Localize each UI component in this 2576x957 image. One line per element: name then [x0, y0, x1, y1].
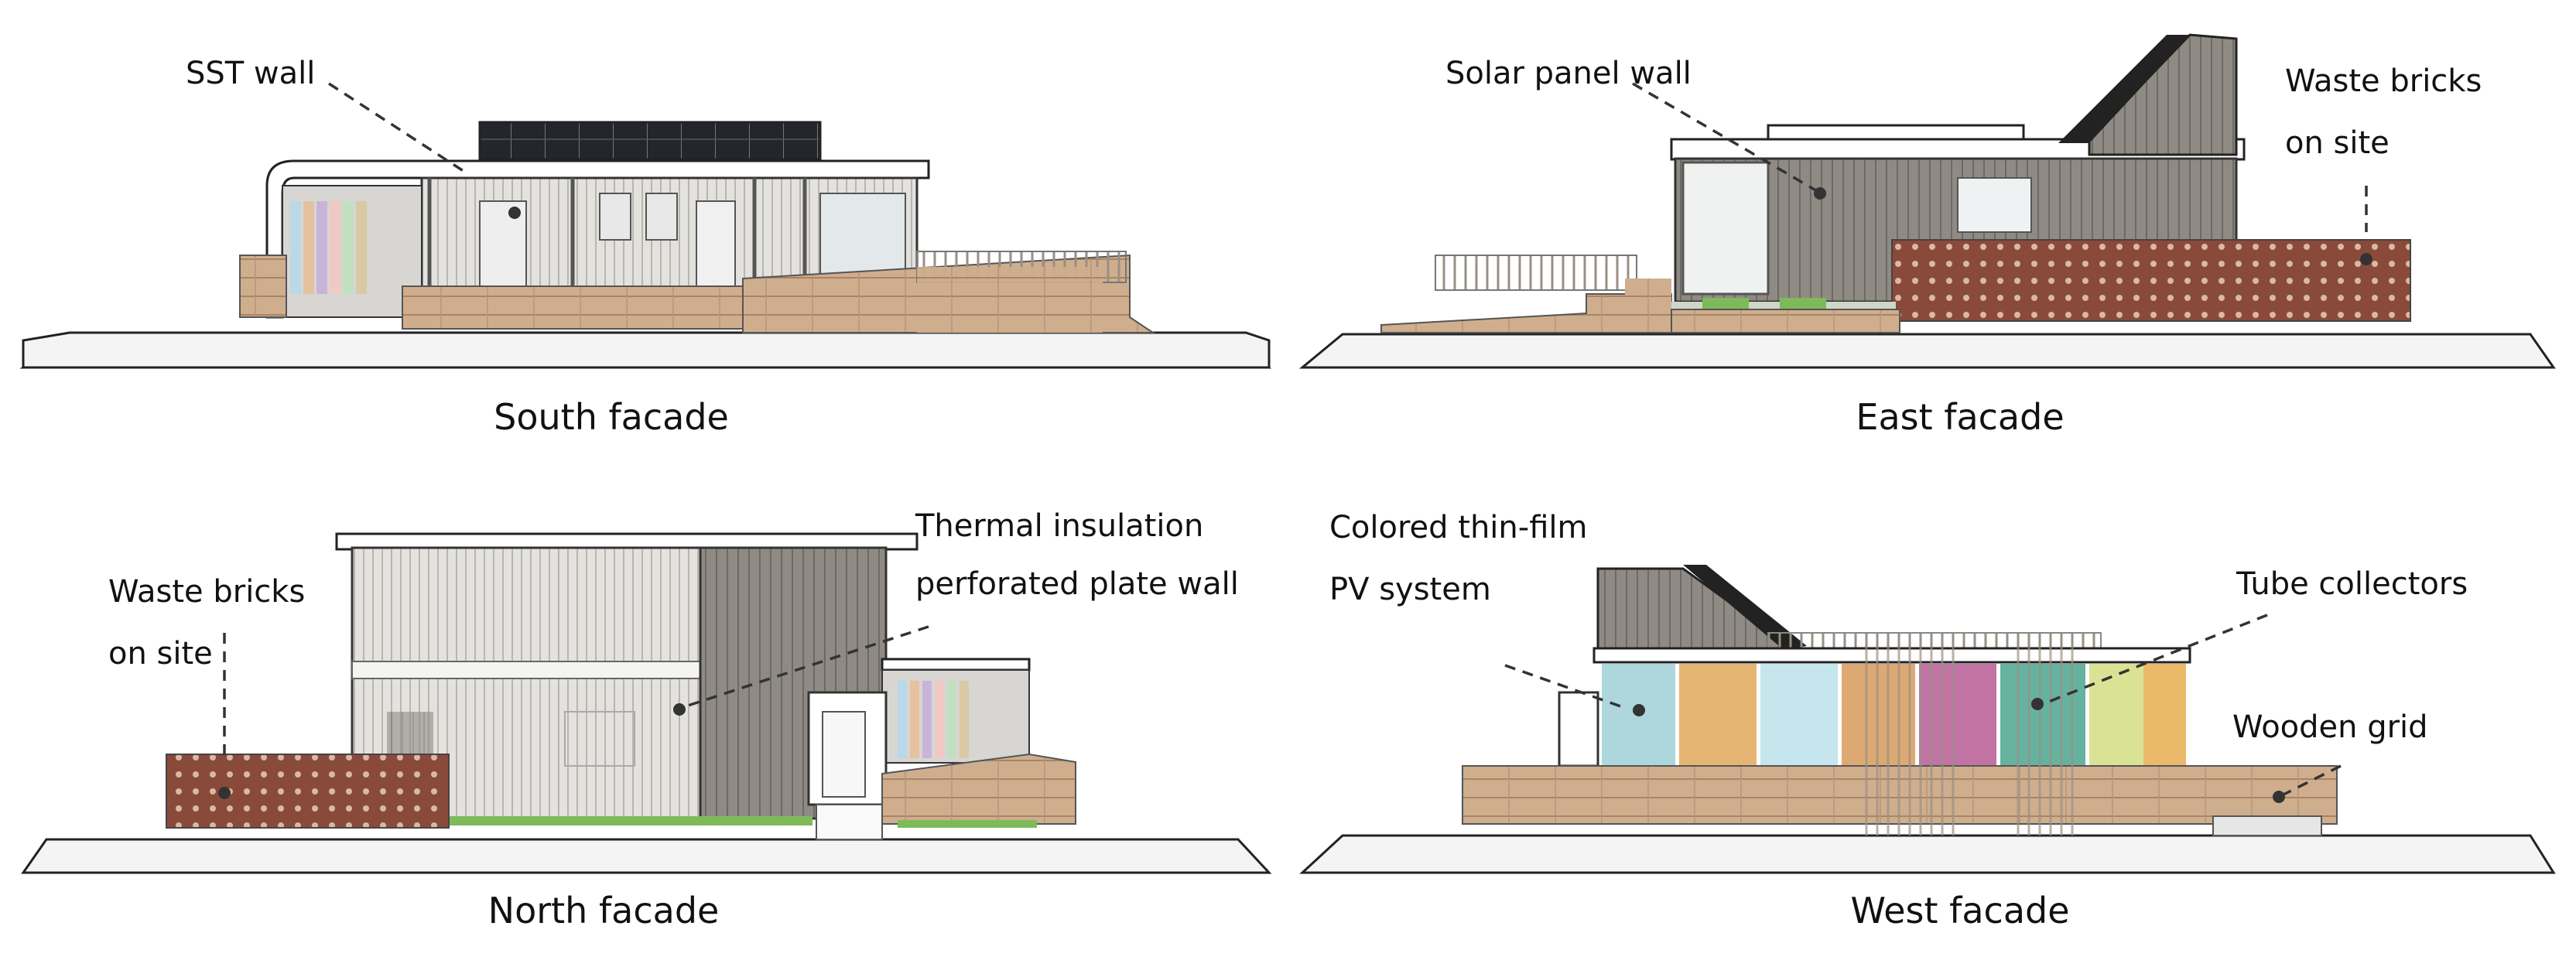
colored-pv-leader: [1504, 664, 1626, 709]
thermal-insulation-leader: [680, 625, 929, 709]
solar-panel-wall-label: Solar panel wall: [1445, 56, 1692, 91]
north-waste-bricks-label-line1: Waste bricks: [108, 574, 305, 610]
colored-pv-label-line2: PV system: [1329, 572, 1491, 607]
wooden-grid-label: Wooden grid: [2232, 709, 2428, 745]
colored-pv-label-line1: Colored thin-film: [1329, 510, 1587, 545]
thermal-insulation-label-line1: Thermal insulation: [915, 508, 1203, 544]
south-facade-caption: South facade: [494, 396, 729, 438]
sst-wall-leader: [328, 82, 469, 176]
colored-pv-marker: [1633, 704, 1645, 716]
east-waste-bricks-label-line2: on site: [2285, 125, 2390, 161]
thermal-insulation-label-line2: perforated plate wall: [915, 566, 1239, 602]
west-facade-caption: West facade: [1850, 890, 2069, 931]
thermal-insulation-marker: [673, 703, 686, 716]
sst-wall-marker: [508, 207, 521, 219]
south-facade-illustration: [19, 121, 1271, 369]
east-waste-bricks-label-line1: Waste bricks: [2285, 63, 2482, 99]
tube-collectors-marker: [2031, 698, 2044, 710]
south-facade-panel: SST wall South facade: [19, 56, 1271, 438]
sst-wall-label: SST wall: [186, 56, 315, 91]
wooden-grid-leader: [2278, 764, 2342, 798]
west-facade-panel: Colored thin-film PV system Tube collect…: [1299, 510, 2556, 931]
east-waste-bricks-marker: [2360, 253, 2372, 265]
solar-panel-wall-marker: [1814, 187, 1826, 200]
east-facade-panel: Solar panel wall Waste bricks on site Ea…: [1298, 33, 2556, 438]
north-facade-panel: Waste bricks on site Thermal insulation …: [21, 508, 1272, 931]
tube-collectors-leader: [2042, 614, 2268, 706]
north-waste-bricks-marker: [218, 787, 231, 799]
east-facade-illustration: [1298, 33, 2556, 369]
west-facade-illustration: [1299, 565, 2556, 874]
tube-collectors-label: Tube collectors: [2236, 566, 2468, 602]
east-facade-caption: East facade: [1856, 396, 2064, 438]
north-facade-caption: North facade: [488, 890, 720, 931]
north-facade-illustration: [21, 532, 1272, 874]
north-waste-bricks-label-line2: on site: [108, 636, 213, 672]
wooden-grid-marker: [2273, 791, 2285, 803]
